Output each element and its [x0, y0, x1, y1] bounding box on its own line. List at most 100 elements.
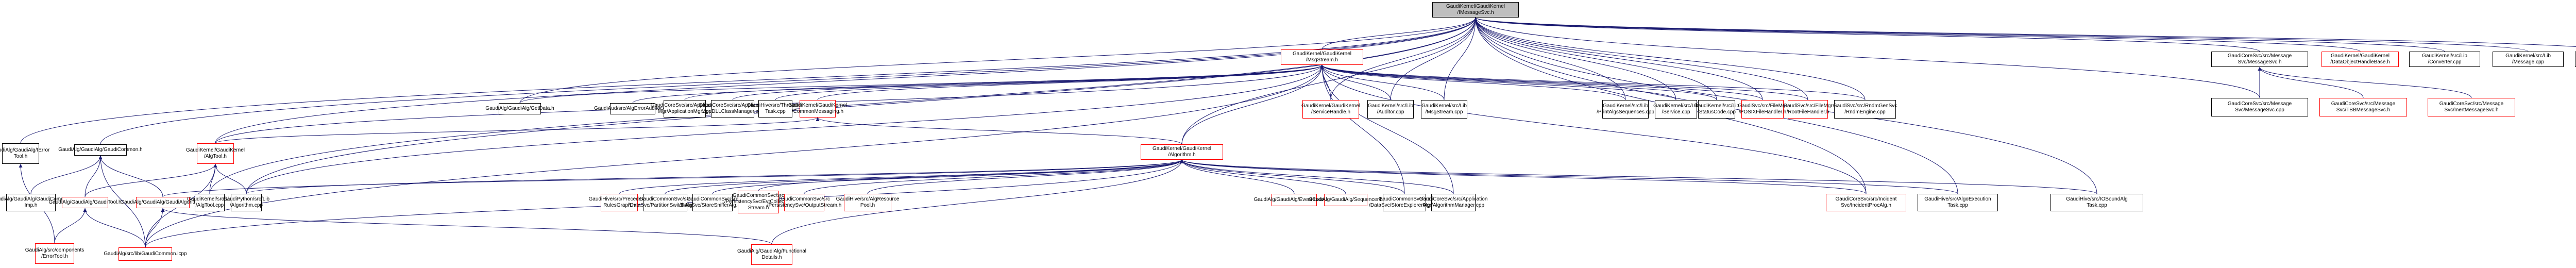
- edge-rootfh-to-msgstream: [1320, 64, 1808, 100]
- edge-gaudicommon_icpp-to-gauditool: [83, 208, 146, 248]
- node-algorithm-h[interactable]: GaudiKernel/GaudiKernel /Algorithm.h: [1141, 144, 1223, 160]
- node-messagesvc-cpp[interactable]: GaudiCoreSvc/src/Message Svc/MessageSvc.…: [2211, 98, 2308, 116]
- node-dataobjecthandlebase-h[interactable]: GaudiKernel/GaudiKernel /DataObjectHandl…: [2321, 52, 2399, 67]
- node-evtcollectionstream-h[interactable]: GaudiCommonSvc/src /PersistencySvc/EvtCo…: [724, 191, 792, 213]
- node-tbbmessagesvc-h[interactable]: GaudiCoreSvc/src/Message Svc/TBBMessageS…: [2319, 98, 2407, 116]
- node-printalgssequences-cpp[interactable]: GaudiKernel/src/Lib /PrintAlgsSequences.…: [1597, 100, 1654, 119]
- edge-servicehandle-to-root: [1330, 17, 1478, 100]
- node-algtool-h[interactable]: GaudiKernel/GaudiKernel /AlgTool.h: [186, 143, 245, 164]
- edge-statuscode-to-msgstream: [1320, 64, 1717, 100]
- edge-algorithm_h-to-commonmsg: [816, 117, 1182, 145]
- edge-eventcounter-to-algorithm_h: [1180, 159, 1295, 194]
- node-algresourcepool-h[interactable]: GaudiHive/src/AlgResource Pool.h: [836, 194, 899, 211]
- edge-gaudialgorithm-to-gaudicommon: [98, 155, 163, 197]
- edge-storeexplorer-to-msgstream: [1320, 64, 1405, 194]
- edge-inertmsgsvc-to-msgsvc_h: [2258, 66, 2472, 98]
- node-sequencer-h[interactable]: GaudiAlg/GaudiAlg/Sequencer.h: [1309, 194, 1383, 206]
- node-threadinittask-cpp[interactable]: GaudiHive/src/ThreadInit Task.cpp: [747, 100, 804, 118]
- node-applicationmgr-cpp[interactable]: GaudiCoreSvc/src/Application Mgr/Applica…: [651, 100, 719, 118]
- edge-msgstream_cpp-to-msgstream: [1320, 64, 1445, 100]
- node-storesnifferalg-cpp[interactable]: GaudiCommonSvc/src /DataSvc/StoreSniffer…: [679, 194, 746, 211]
- edge-msgsvc_cpp-to-root: [1473, 17, 2260, 98]
- node-posixfilehandler-h[interactable]: GaudiSvc/src/FileMgr /POSIXFileHandler.h: [1738, 100, 1787, 119]
- edge-msgstream_cpp-to-root: [1444, 17, 1478, 100]
- edge-algtool_h-to-root: [215, 17, 1478, 144]
- edge-msgstream-to-root: [1321, 17, 1478, 50]
- edge-converter-to-root: [1473, 17, 2445, 52]
- node-outputstream-h[interactable]: GaudiCommonSvc/src /PersistencySvc/Outpu…: [767, 194, 841, 211]
- node-functionaldetails-h[interactable]: GaudiAlg/GaudiAlg/Functional Details.h: [737, 244, 806, 265]
- node-converter-cpp[interactable]: GaudiKernel/src/Lib /Converter.cpp: [2409, 52, 2480, 67]
- node-message-cpp[interactable]: GaudiKernel/src/Lib /Message.cpp: [2493, 52, 2564, 67]
- node-incidentprocalg-h[interactable]: GaudiCoreSvc/src/Incident Svc/IncidentPr…: [1826, 194, 1906, 211]
- edge-algtool_cpp-to-root: [209, 17, 1478, 194]
- node-partitionswitchalg-cpp[interactable]: GaudiCommonSvc/src /DataSvc/PartitionSwi…: [629, 194, 702, 211]
- node-algoexecutiontask-cpp[interactable]: GaudiHive/src/AlgoExecution Task.cpp: [1918, 194, 1998, 211]
- edge-gaudicommon-to-root: [100, 17, 1478, 145]
- edge-getdata-to-root: [519, 17, 1478, 104]
- node-propertymgr-cpp[interactable]: GaudiKernel/src/Lib /PropertyMgr.cpp: [2575, 52, 2576, 67]
- edge-errortool-to-gauditool: [54, 208, 87, 244]
- node-gaudicommon-icpp[interactable]: GaudiAlg/src/lib/GaudiCommon.icpp: [104, 247, 187, 261]
- edge-appmgr-to-msgstream: [684, 64, 1324, 100]
- node-algorithmmanager-cpp[interactable]: GaudiCoreSvc/src/Application Mgr/Algorit…: [1419, 194, 1487, 211]
- node-gauditool-h[interactable]: GaudiAlg/GaudiAlg/GaudiTool.h: [48, 197, 122, 208]
- node-ierrortool-h[interactable]: GaudiAlg/GaudiAlg/IError Tool.h: [0, 143, 49, 164]
- node-msgstream-h[interactable]: GaudiKernel/GaudiKernel /MsgStream.h: [1281, 49, 1363, 65]
- node-imessagesvc-h[interactable]: GaudiKernel/GaudiKernel /IMessageSvc.h: [1432, 2, 1519, 18]
- node-statuscode-cpp[interactable]: GaudiKernel/src/Lib /StatusCode.cpp: [1694, 100, 1739, 119]
- edge-functional-to-algorithm_h: [771, 159, 1184, 245]
- edge-algmanager-to-algorithm_h: [1180, 159, 1454, 194]
- edge-gaudicommon_icpp-to-gaudialgorithm: [145, 208, 165, 248]
- edge-ierrortool-to-root: [20, 17, 1478, 144]
- edge-printalgs-to-root: [1473, 17, 1626, 100]
- edge-dllcm-to-msgstream: [732, 64, 1324, 100]
- node-eventcounter-h[interactable]: GaudiAlg/GaudiAlg/EventCounter.h: [1254, 194, 1334, 206]
- edge-rootfh-to-root: [1473, 17, 1808, 100]
- edge-statuscode-to-root: [1473, 17, 1717, 100]
- edge-storeexplorer-to-algorithm_h: [1180, 159, 1405, 194]
- edge-auditor-to-msgstream: [1320, 64, 1391, 100]
- edge-pyalgorithm-to-msgstream: [246, 64, 1324, 194]
- node-algerrorauditor-cpp[interactable]: GaudiAud/src/AlgErrorAuditor.cpp: [594, 103, 671, 114]
- edge-posixfh-to-msgstream: [1320, 64, 1763, 100]
- node-auditor-cpp[interactable]: GaudiKernel/src/Lib /Auditor.cpp: [1367, 100, 1414, 119]
- node-gaudialgorithm-h[interactable]: GaudiAlg/GaudiAlg/GaudiAlgorithm.h: [120, 197, 206, 208]
- edge-printalgs-to-msgstream: [1320, 64, 1626, 100]
- node-inertmessagesvc-h[interactable]: GaudiCoreSvc/src/Message Svc/InertMessag…: [2428, 98, 2515, 116]
- node-rndmengine-cpp[interactable]: GaudiSvc/src/RndmGenSvc /RndmEngine.cpp: [1833, 100, 1897, 119]
- edge-message-to-root: [1473, 17, 2529, 52]
- node-rootfilehandler-h[interactable]: GaudiSvc/src/FileMgr /RootFileHandler.h: [1783, 100, 1833, 119]
- edge-sequencer-to-algorithm_h: [1180, 159, 1346, 194]
- node-getdata-h[interactable]: GaudiAlg/GaudiAlg/GetData.h: [485, 103, 554, 114]
- node-algtool-cpp[interactable]: GaudiKernel/src/Lib /AlgTool.cpp: [187, 194, 232, 211]
- edge-commonmsg-to-msgstream: [817, 64, 1324, 100]
- node-gaudicommonimp-h[interactable]: GaudiAlg/GaudiAlg/GaudiCommon Imp.h: [0, 194, 71, 211]
- edge-outputstream-to-algorithm_h: [804, 159, 1184, 194]
- edge-algmanager-to-msgstream: [1320, 64, 1454, 194]
- node-gaudipython-algorithm-cpp[interactable]: GaudiPython/src/Lib /Algorithm.cpp: [223, 194, 269, 211]
- node-storeexploreralg-cpp[interactable]: GaudiCommonSvc/src /DataSvc/StoreExplore…: [1369, 194, 1440, 211]
- edge-algrespool-to-algorithm_h: [867, 159, 1184, 194]
- edge-algoexec-to-algorithm_h: [1180, 159, 1958, 194]
- node-servicehandle-h[interactable]: GaudiKernel/GaudiKernel /ServiceHandle.h: [1301, 100, 1360, 119]
- node-gaudicommon-h[interactable]: GaudiAlg/GaudiAlg/GaudiCommon.h: [58, 144, 143, 156]
- edge-algorithm_h-to-root: [1181, 17, 1478, 145]
- edge-rndmengine-to-root: [1473, 17, 1866, 100]
- edge-tbbmsgsvc-to-msgsvc_h: [2258, 66, 2364, 98]
- edge-ioboundalg-to-algorithm_h: [1180, 159, 2097, 194]
- node-commonmessaging-h[interactable]: GaudiKernel/GaudiKernel /CommonMessaging…: [788, 100, 847, 118]
- node-errortool-h[interactable]: GaudiAlg/src/components /ErrorTool.h: [25, 243, 84, 264]
- node-precedencerulesgraph-h[interactable]: GaudiHive/src/Precedence RulesGraph.h: [589, 194, 650, 211]
- node-msgstream-cpp[interactable]: GaudiKernel/src/Lib /MsgStream.cpp: [1421, 100, 1467, 119]
- node-messagesvc-h[interactable]: GaudiCoreSvc/src/Message Svc/MessageSvc.…: [2211, 52, 2308, 67]
- node-service-cpp[interactable]: GaudiKernel/src/Lib /Service.cpp: [1653, 100, 1699, 119]
- node-dllclassmanager-cpp[interactable]: GaudiCoreSvc/src/Application Mgr/DLLClas…: [699, 100, 767, 118]
- edge-propmgr-to-root: [1473, 17, 2576, 47]
- edge-rndmengine-to-msgstream: [1320, 64, 1866, 100]
- edge-gaudialgorithm-to-algorithm_h: [162, 159, 1184, 197]
- edge-gauditool-to-gaudicommon: [84, 155, 103, 197]
- edge-algtool_h-to-commonmsg: [215, 117, 820, 144]
- node-ioboundalgtask-cpp[interactable]: GaudiHive/src/IOBoundAlg Task.cpp: [2050, 194, 2143, 211]
